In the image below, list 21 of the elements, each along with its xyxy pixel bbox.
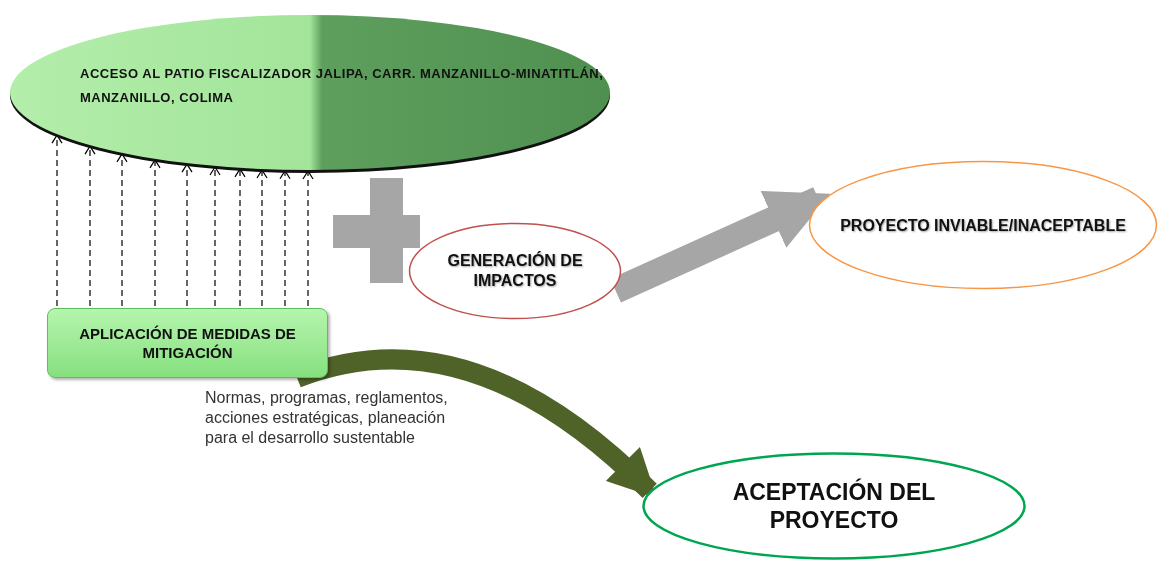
dashed-arrow bbox=[234, 168, 246, 307]
dashed-arrow bbox=[84, 145, 96, 307]
node-label: ACEPTACIÓN DEL PROYECTO bbox=[731, 478, 937, 534]
note-text: Normas, programas, reglamentos, acciones estratégicas, planeación para el desarrollo sustentable bbox=[205, 388, 449, 448]
dashed-arrow bbox=[209, 166, 221, 307]
dashed-arrow bbox=[51, 134, 63, 307]
node-label: GENERACIÓN DE IMPACTOS bbox=[446, 251, 584, 291]
dashed-arrow bbox=[181, 163, 193, 307]
ellipse-node bbox=[642, 452, 1026, 560]
node-label: APLICACIÓN DE MEDIDAS DE MITIGACIÓN bbox=[78, 324, 297, 362]
process-box bbox=[47, 308, 328, 378]
ellipse-node bbox=[808, 160, 1158, 290]
dashed-arrow bbox=[279, 170, 291, 307]
ellipse-node bbox=[408, 222, 622, 320]
node-label: PROYECTO INVIABLE/INACEPTABLE bbox=[839, 215, 1127, 235]
dashed-arrow bbox=[256, 169, 268, 307]
dashed-arrow bbox=[116, 153, 128, 307]
ellipse-node bbox=[10, 15, 610, 170]
dashed-arrow bbox=[302, 170, 314, 307]
dashed-arrow bbox=[149, 159, 161, 307]
node-label: ACCESO AL PATIO FISCALIZADOR JALIPA, CARR. MANZANILLO-MINATITLÁN, MANZANILLO, COLIMA bbox=[80, 66, 604, 105]
